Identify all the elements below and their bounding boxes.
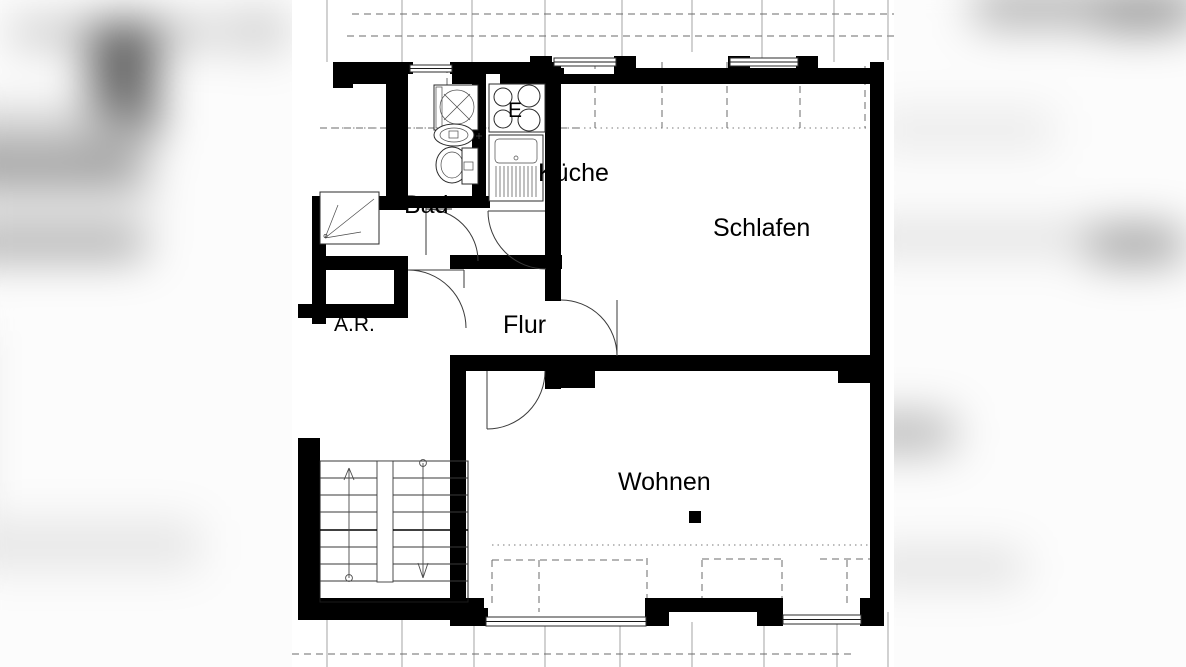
room-labels: Bad Küche Schlafen Flur Wohnen A.R. xyxy=(334,159,810,496)
shower-fixture xyxy=(433,84,479,131)
room-label-wohnen: Wohnen xyxy=(618,468,711,496)
stove-fixture: E xyxy=(488,83,546,133)
door-schlafen xyxy=(560,299,618,357)
plan-svg: E xyxy=(292,0,894,667)
walls xyxy=(298,56,884,626)
doors xyxy=(407,208,618,430)
door-kueche xyxy=(487,210,547,270)
washbasin-fixture xyxy=(433,123,482,147)
kitchen-fixtures: E xyxy=(488,83,546,202)
blurred-background-right xyxy=(894,0,1186,667)
kitchen-sink-fixture xyxy=(488,134,544,202)
door-bad xyxy=(425,208,479,262)
room-label-schlafen: Schlafen xyxy=(713,214,810,242)
room-label-kueche: Küche xyxy=(538,159,609,187)
column-marker xyxy=(689,511,701,523)
windows xyxy=(409,57,862,627)
toilet-fixture xyxy=(435,146,479,185)
stove-label: E xyxy=(508,99,522,122)
window-swing-symbol xyxy=(319,191,380,245)
staircase xyxy=(319,459,469,603)
stair-down-arrow xyxy=(417,459,429,579)
room-label-bad: Bad xyxy=(404,191,448,219)
stair-up-arrow xyxy=(343,467,355,582)
room-label-flur: Flur xyxy=(503,311,546,339)
door-ar xyxy=(407,269,467,329)
door-wohnen xyxy=(486,370,546,430)
blurred-background-left xyxy=(0,0,292,667)
room-label-ar: A.R. xyxy=(334,313,375,336)
floor-plan-drawing: E xyxy=(292,0,894,667)
bathroom-fixtures xyxy=(433,84,482,185)
